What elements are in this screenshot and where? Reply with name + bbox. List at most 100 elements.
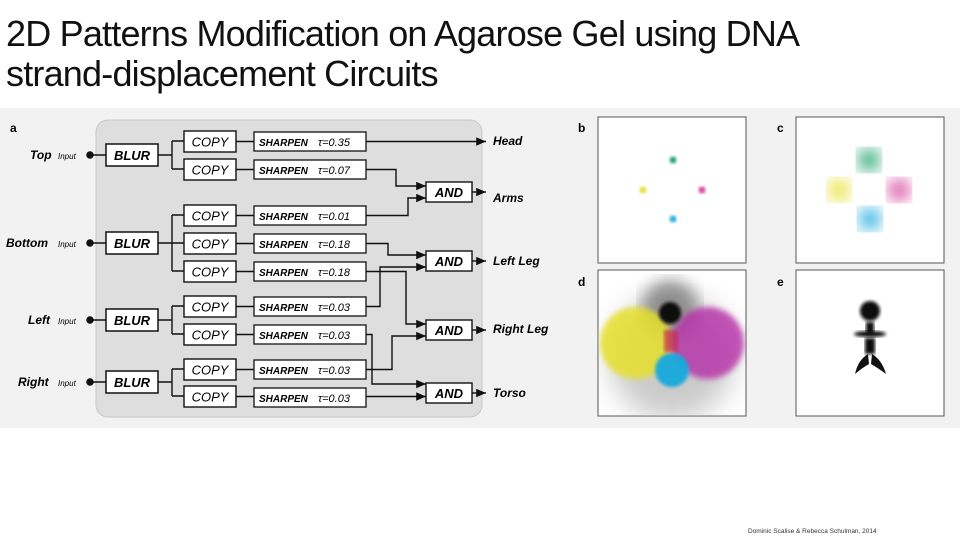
- sharpen-box-4: SHARPEN τ=0.18: [253, 233, 367, 254]
- svg-text:SHARPEN: SHARPEN: [259, 240, 309, 251]
- svg-text:τ=0.18: τ=0.18: [318, 239, 351, 251]
- svg-text:AND: AND: [434, 185, 464, 200]
- svg-text:τ=0.18: τ=0.18: [318, 267, 351, 279]
- svg-text:SHARPEN: SHARPEN: [259, 138, 309, 149]
- svg-text:τ=0.03: τ=0.03: [318, 302, 351, 314]
- copy-box-1: COPY: [183, 130, 237, 153]
- panel-label-a: a: [10, 121, 17, 135]
- input-label-left: Left Input: [28, 313, 77, 327]
- svg-text:Left: Left: [28, 313, 51, 327]
- panel-label-c: c: [777, 121, 784, 135]
- svg-text:BLUR: BLUR: [114, 375, 151, 390]
- panel-label-e: e: [777, 275, 784, 289]
- slide-title: 2D Patterns Modification on Agarose Gel …: [6, 14, 946, 94]
- sharpen-box-2: SHARPEN τ=0.07: [253, 159, 367, 180]
- output-label-head: Head: [493, 134, 523, 148]
- and-to-output-wires: [472, 187, 486, 398]
- panel-c-blurred-dots: [795, 116, 945, 264]
- svg-text:SHARPEN: SHARPEN: [259, 366, 309, 377]
- svg-text:AND: AND: [434, 386, 464, 401]
- and-box-right-leg: AND: [425, 319, 473, 341]
- input-label-top: Top Input: [30, 148, 77, 162]
- svg-text:COPY: COPY: [192, 209, 230, 224]
- blur-box-left: BLUR: [105, 308, 159, 332]
- svg-text:SHARPEN: SHARPEN: [259, 166, 309, 177]
- blur-box-bottom: BLUR: [105, 231, 159, 255]
- input-label-right: Right Input: [18, 375, 77, 389]
- svg-text:AND: AND: [434, 254, 464, 269]
- panel-label-d: d: [578, 275, 585, 289]
- title-line-2: strand-displacement Circuits: [6, 53, 439, 94]
- copy-box-3: COPY: [183, 204, 237, 227]
- blur-to-copy-wires: [158, 140, 184, 397]
- input-connectors: [86, 151, 106, 386]
- panel-e-stick-figure: [795, 269, 945, 417]
- sharpen-box-9: SHARPEN τ=0.03: [253, 387, 367, 408]
- and-box-torso: AND: [425, 382, 473, 404]
- sharpen-box-8: SHARPEN τ=0.03: [253, 359, 367, 380]
- svg-text:BLUR: BLUR: [114, 313, 151, 328]
- svg-text:Input: Input: [58, 379, 77, 388]
- svg-text:COPY: COPY: [192, 390, 230, 405]
- panel-d-overlap-regions: [597, 269, 747, 417]
- figure-svg: a b c d e Top Input Bottom Input Left In…: [6, 116, 945, 418]
- title-line-1: 2D Patterns Modification on Agarose Gel …: [6, 13, 800, 54]
- svg-text:COPY: COPY: [192, 163, 230, 178]
- copy-to-sharpen-wires: [236, 140, 254, 398]
- blur-box-right: BLUR: [105, 370, 159, 394]
- copy-boxes: COPY COPY COPY COPY COPY COPY COPY COPY …: [183, 130, 237, 408]
- and-box-left-leg: AND: [425, 250, 473, 272]
- copy-box-4: COPY: [183, 232, 237, 255]
- svg-text:COPY: COPY: [192, 135, 230, 150]
- and-box-arms: AND: [425, 181, 473, 203]
- sharpen-boxes: SHARPEN τ=0.35 SHARPEN τ=0.07 SHARPEN τ=0.0…: [253, 131, 367, 408]
- svg-text:τ=0.07: τ=0.07: [318, 165, 351, 177]
- output-label-right-leg: Right Leg: [493, 322, 549, 336]
- copy-box-6: COPY: [183, 295, 237, 318]
- svg-text:COPY: COPY: [192, 265, 230, 280]
- and-boxes: AND AND AND AND: [425, 181, 473, 404]
- svg-text:Right: Right: [18, 375, 50, 389]
- output-label-torso: Torso: [493, 386, 526, 400]
- svg-text:COPY: COPY: [192, 237, 230, 252]
- svg-text:Input: Input: [58, 240, 77, 249]
- svg-text:Bottom: Bottom: [6, 236, 48, 250]
- svg-text:COPY: COPY: [192, 328, 230, 343]
- copy-box-9: COPY: [183, 385, 237, 408]
- svg-text:Input: Input: [58, 317, 77, 326]
- svg-text:τ=0.03: τ=0.03: [318, 330, 351, 342]
- svg-text:BLUR: BLUR: [114, 236, 151, 251]
- svg-text:τ=0.03: τ=0.03: [318, 365, 351, 377]
- input-label-bottom: Bottom Input: [6, 236, 77, 250]
- svg-text:BLUR: BLUR: [114, 148, 151, 163]
- svg-text:Top: Top: [30, 148, 52, 162]
- svg-text:SHARPEN: SHARPEN: [259, 303, 309, 314]
- svg-text:COPY: COPY: [192, 300, 230, 315]
- copy-box-2: COPY: [183, 158, 237, 181]
- panel-b-input-dots: [597, 116, 747, 264]
- svg-text:τ=0.35: τ=0.35: [318, 137, 351, 149]
- svg-text:SHARPEN: SHARPEN: [259, 268, 309, 279]
- svg-text:COPY: COPY: [192, 363, 230, 378]
- svg-text:τ=0.03: τ=0.03: [318, 393, 351, 405]
- svg-text:SHARPEN: SHARPEN: [259, 212, 309, 223]
- figure-panel: a b c d e Top Input Bottom Input Left In…: [0, 108, 960, 428]
- copy-box-7: COPY: [183, 323, 237, 346]
- copy-box-5: COPY: [183, 260, 237, 283]
- svg-text:τ=0.01: τ=0.01: [318, 211, 350, 223]
- sharpen-box-5: SHARPEN τ=0.18: [253, 261, 367, 282]
- output-label-arms: Arms: [492, 191, 524, 205]
- svg-text:Input: Input: [58, 152, 77, 161]
- svg-text:SHARPEN: SHARPEN: [259, 331, 309, 342]
- blur-box-top: BLUR: [105, 143, 159, 167]
- sharpen-box-6: SHARPEN τ=0.03: [253, 296, 367, 317]
- output-label-left-leg: Left Leg: [493, 254, 540, 268]
- sharpen-box-3: SHARPEN τ=0.01: [253, 205, 367, 226]
- svg-text:AND: AND: [434, 323, 464, 338]
- figure-credit: Dominic Scalise & Rebecca Schulman, 2014: [748, 528, 877, 535]
- panel-label-b: b: [578, 121, 585, 135]
- sharpen-box-1: SHARPEN τ=0.35: [253, 131, 367, 152]
- sharpen-to-and-wires: [366, 137, 486, 401]
- sharpen-box-7: SHARPEN τ=0.03: [253, 324, 367, 345]
- svg-text:SHARPEN: SHARPEN: [259, 394, 309, 405]
